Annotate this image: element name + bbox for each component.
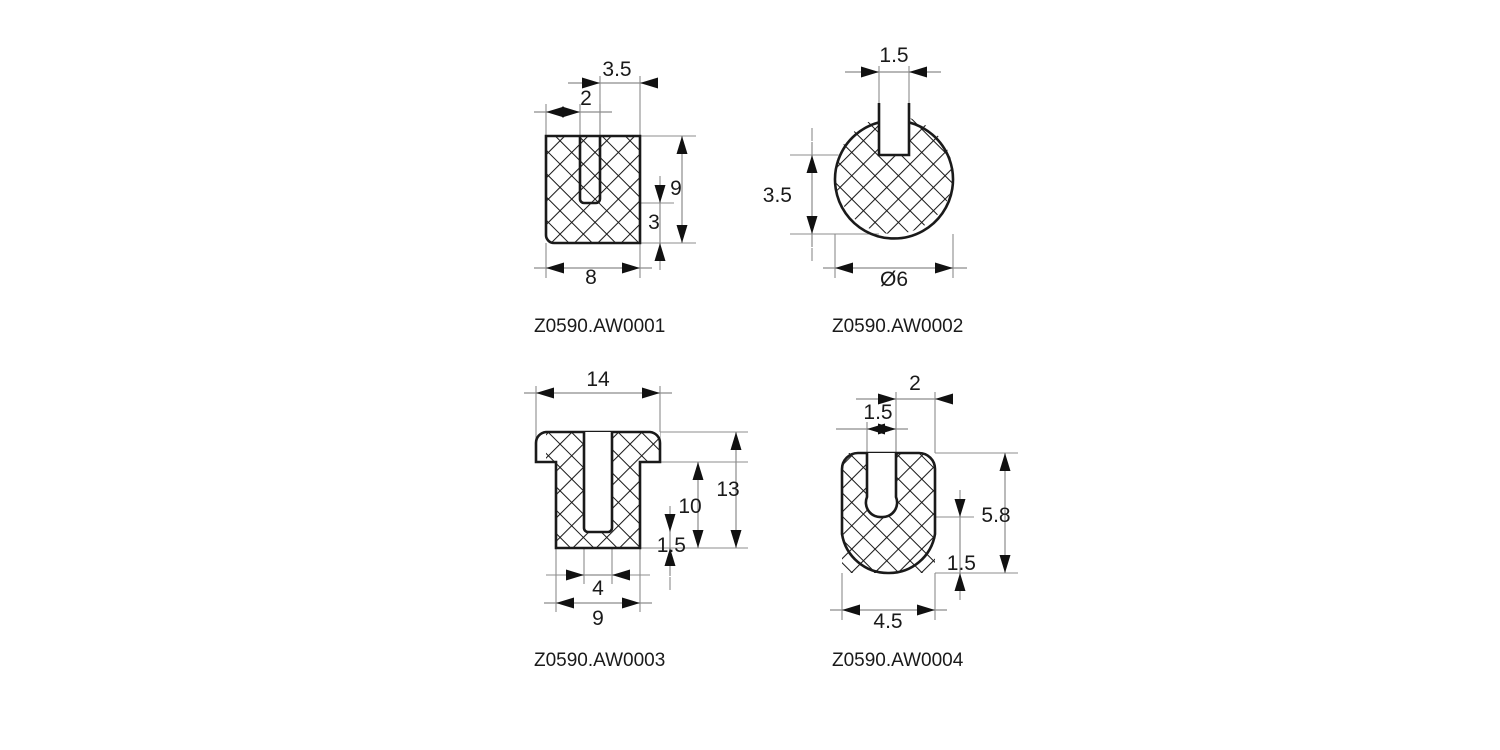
profile-4-slot-fill [865,453,898,518]
dim-base-3: 1.5 [657,534,686,557]
part-label-2: Z0590.AW0002 [832,316,963,337]
profile-drawing-2: 1.5 3.5 Ø6 Z0590.AW0002 [763,44,967,337]
dim-width-1: 8 [585,266,597,289]
dim-slot-width-2: 1.5 [879,44,908,67]
dim-base-4: 1.5 [947,552,976,575]
dim-height-3: 13 [716,478,739,501]
profile-1-slot [578,136,602,205]
dim-depth-2: 3.5 [763,184,792,207]
part-label-1: Z0590.AW0001 [534,316,665,337]
profile-drawing-1: 2 3.5 8 9 3 Z0590.AW0001 [534,58,696,337]
profile-drawing-4: 1.5 2 4.5 5.8 1.5 Z0590.AW0004 [830,372,1018,671]
profile-3-slot-fill [584,432,612,532]
dim-right-wall-4: 2 [909,372,921,395]
profile-2-outline [833,121,955,240]
dim-width-4: 4.5 [873,610,902,633]
part-label-4: Z0590.AW0004 [832,650,964,671]
dim-body-width-3: 9 [592,607,604,630]
dim-diameter-2: Ø6 [880,268,908,291]
dim-height-4: 5.8 [981,504,1010,527]
arrowheads-4 [842,393,1011,616]
dim-slot-depth-3: 10 [678,495,701,518]
arrowheads-1 [546,77,688,274]
part-label-3: Z0590.AW0003 [534,650,665,671]
dim-slot-width-1: 2 [580,87,592,110]
profile-2-slot [877,103,911,157]
dim-base-1: 3 [648,211,660,234]
dim-right-wall-1: 3.5 [602,58,631,81]
extension-lines-3 [535,386,748,612]
profile-2-slot-fill [879,103,909,155]
dim-slot-width-3: 4 [592,577,604,600]
profile-4-slot [864,453,899,519]
profile-1-outline [544,134,642,245]
profile-4-outline [840,451,937,575]
profile-3-slot [582,432,614,534]
profile-drawing-3: 14 4 9 13 10 1.5 Z0590.AW0003 [524,368,748,671]
arrowheads-2 [806,66,953,274]
dim-height-1: 9 [670,177,682,200]
profile-1-hatch [546,136,640,243]
dim-flange-3: 14 [586,368,610,391]
profile-3-outline [534,430,662,550]
arrowheads-3 [536,387,742,609]
dim-slot-width-4: 1.5 [863,401,892,424]
